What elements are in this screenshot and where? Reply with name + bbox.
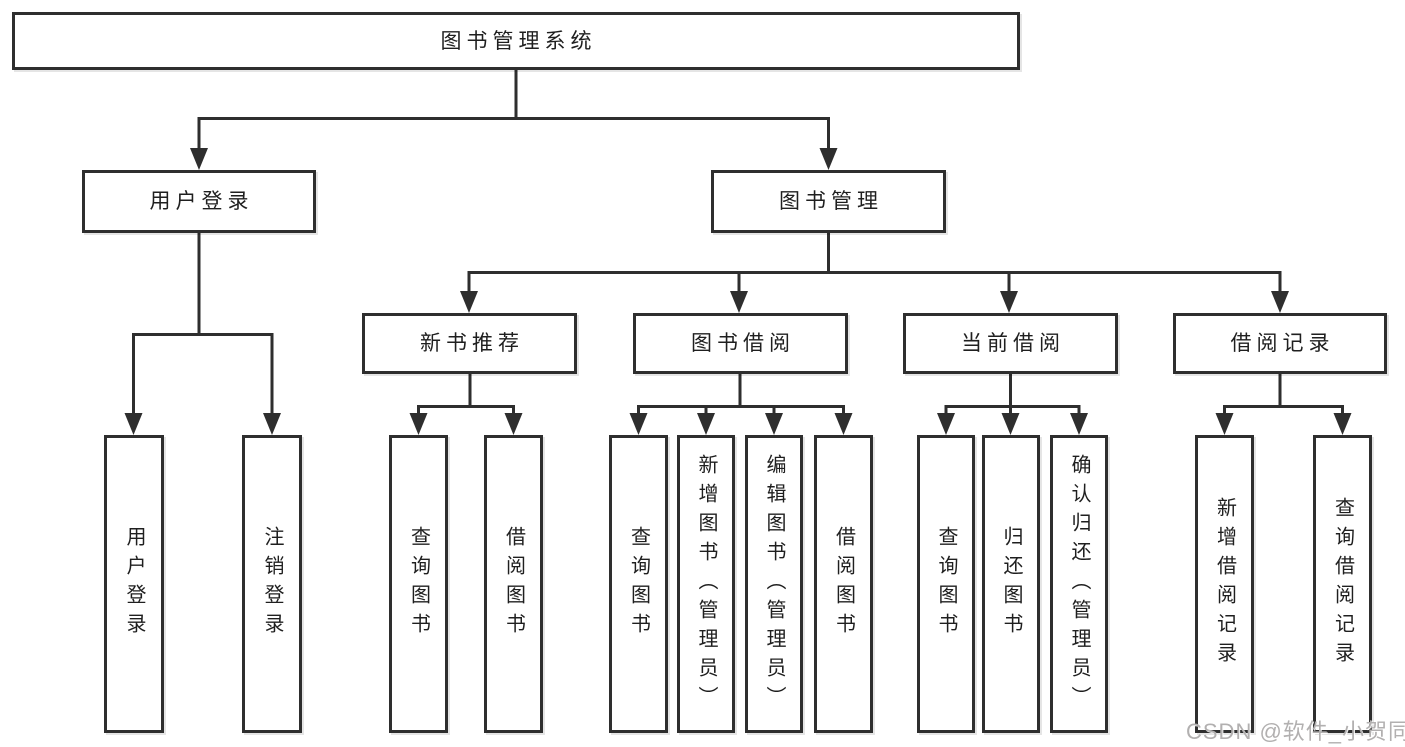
leaf-edit-books-admin: 编辑图书（管理员） [745,435,803,733]
node-label: 编辑图书（管理员） [763,453,785,715]
node-label: 图书管理系统 [440,29,597,53]
node-label: 借阅图书 [832,526,855,642]
node-label: 图书管理 [779,190,883,213]
leaf-borrow-books-2: 借阅图书 [814,435,873,733]
node-label: 归还图书 [1000,526,1022,642]
node-label: 用户登录 [123,526,145,642]
node-label: 用户登录 [149,190,254,213]
node-label: 新增图书（管理员） [695,453,717,715]
node-label: 借阅图书 [502,526,525,642]
node-label: 借阅记录 [1230,332,1335,355]
leaf-user-login: 用户登录 [104,435,164,733]
node-label: 新增借阅记录 [1213,497,1236,671]
node-label: 新书推荐 [420,332,524,355]
leaf-logout: 注销登录 [242,435,302,733]
node-new-book-recommend: 新书推荐 [362,313,577,374]
node-label: 确认归还（管理员） [1068,453,1090,715]
node-label: 当前借阅 [961,332,1065,355]
node-user-login: 用户登录 [82,170,316,233]
node-label: 查询图书 [407,526,430,642]
leaf-query-books-3: 查询图书 [917,435,975,733]
node-book-management: 图书管理 [711,170,946,233]
node-current-borrowing: 当前借阅 [903,313,1118,374]
leaf-borrow-books-1: 借阅图书 [484,435,543,733]
csdn-watermark: CSDN @软件_小贺同学 [1186,719,1405,744]
node-book-borrowing: 图书借阅 [633,313,848,374]
node-borrowing-records: 借阅记录 [1173,313,1387,374]
leaf-add-books-admin: 新增图书（管理员） [677,435,735,733]
leaf-query-books-1: 查询图书 [389,435,448,733]
node-label: 查询借阅记录 [1331,497,1354,671]
node-label: 注销登录 [261,526,283,642]
node-label: 查询图书 [935,526,957,642]
node-library-system: 图书管理系统 [12,12,1020,70]
node-label: 图书借阅 [691,332,795,355]
leaf-query-books-2: 查询图书 [609,435,668,733]
leaf-return-books: 归还图书 [982,435,1040,733]
leaf-confirm-return-admin: 确认归还（管理员） [1050,435,1108,733]
leaf-query-borrow-record: 查询借阅记录 [1313,435,1372,733]
leaf-add-borrow-record: 新增借阅记录 [1195,435,1254,733]
node-label: 查询图书 [627,526,650,642]
